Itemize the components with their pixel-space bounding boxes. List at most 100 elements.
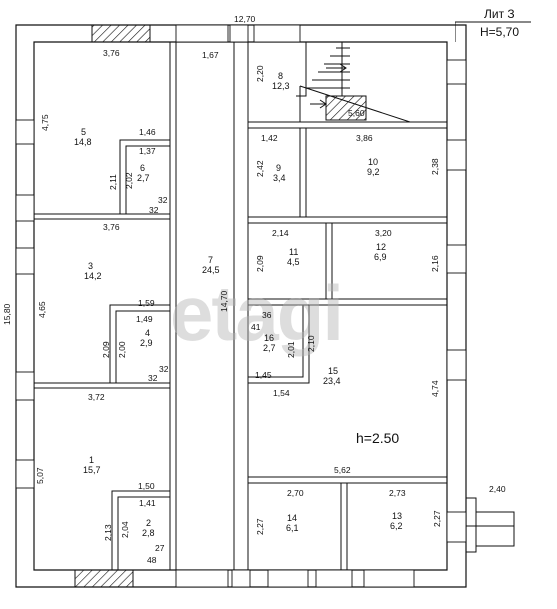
window: [15, 459, 35, 489]
window: [253, 24, 301, 43]
dim-label: 2,00: [117, 341, 127, 358]
dim-label: 1,42: [261, 133, 278, 143]
dim-label: 1,45: [255, 370, 272, 380]
room-16-area: 2,7: [263, 343, 276, 353]
header-underline: [455, 21, 531, 42]
room-11-number: 11: [289, 247, 299, 257]
external-steps: [466, 497, 515, 553]
room-9-area: 3,4: [273, 173, 286, 183]
dim-label: 2,09: [255, 255, 265, 272]
stair-landing: [299, 85, 411, 123]
watermark: etagi: [170, 269, 344, 357]
dim-label: 2,09: [101, 341, 111, 358]
room-4-number: 4: [145, 328, 151, 338]
wall-hatch-bottom: [74, 569, 134, 588]
room-12-number: 12: [376, 242, 387, 252]
room-5-area: 14,8: [74, 137, 92, 147]
dim-label: 4,75: [40, 114, 50, 131]
room-6-number: 6: [140, 163, 146, 173]
room-10-area: 9,2: [367, 167, 380, 177]
room-9-number: 9: [276, 163, 282, 173]
room-11-area: 4,5: [287, 257, 300, 267]
dim-label: 2,27: [432, 510, 442, 527]
dim-label: 32: [149, 205, 159, 215]
room-2-number: 2: [146, 518, 152, 528]
dim-label: 4,65: [37, 301, 47, 318]
dim-label: 14,70: [219, 290, 229, 312]
dim-label: 5,62: [334, 465, 351, 475]
dim-label: 2,42: [255, 160, 265, 177]
room-2-area: 2,8: [142, 528, 155, 538]
dim-label: 41: [251, 322, 261, 332]
room-10-number: 10: [368, 157, 379, 167]
dim-label: 2,40: [489, 484, 506, 494]
room-12-area: 6,9: [374, 252, 387, 262]
window: [446, 511, 467, 543]
window: [229, 24, 249, 43]
dim-label: 2,20: [255, 65, 265, 82]
room-14-area: 6,1: [286, 523, 299, 533]
window: [15, 194, 35, 222]
dim-label: 4,74: [430, 380, 440, 397]
room-2-walls: [111, 490, 170, 570]
dim-label: 2,27: [255, 518, 265, 535]
room-15-number: 15: [328, 366, 339, 376]
window: [315, 569, 353, 588]
room-3-number: 3: [88, 261, 94, 271]
room-6-walls: [119, 139, 170, 214]
window: [446, 244, 467, 274]
window: [267, 569, 309, 588]
dim-label: 1,41: [139, 498, 156, 508]
dim-left-total: 15,80: [2, 303, 12, 325]
dim-label: 3,72: [88, 392, 105, 402]
room-7-area: 24,5: [202, 265, 220, 275]
window: [15, 371, 35, 401]
dim-label: 5,60: [348, 108, 365, 118]
dim-label: 48: [147, 555, 157, 565]
room-8-number: 8: [278, 71, 284, 81]
dim-label: 2,04: [120, 521, 130, 538]
wall-hatch-top: [91, 24, 151, 43]
dim-label: 32: [158, 195, 168, 205]
dim-label: 2,01: [286, 341, 296, 358]
dim-label: 2,02: [124, 172, 134, 189]
dim-label: 1,59: [138, 298, 155, 308]
stairs: [296, 42, 350, 97]
stair-hatch: [325, 95, 367, 121]
dim-label: 1,54: [273, 388, 290, 398]
dim-label: 2,10: [306, 335, 316, 352]
dim-label: 1,50: [138, 481, 155, 491]
room-3-area: 14,2: [84, 271, 102, 281]
window: [446, 139, 467, 171]
lit-label: Лит З: [484, 7, 515, 21]
dim-label: 2,11: [108, 174, 118, 190]
room-7-number: 7: [208, 255, 214, 265]
dim-label: 2,73: [389, 488, 406, 498]
dim-label: 2,13: [103, 524, 113, 541]
window: [175, 569, 229, 588]
room-14-number: 14: [287, 513, 298, 523]
room-1-area: 15,7: [83, 465, 101, 475]
dim-label: 2,38: [430, 158, 440, 175]
window: [446, 349, 467, 381]
dim-label: 32: [148, 373, 158, 383]
window: [231, 569, 251, 588]
room-4-area: 2,9: [140, 338, 153, 348]
dim-label: 1,46: [139, 127, 156, 137]
room-4-walls: [109, 304, 170, 383]
dim-label: 1,49: [136, 314, 153, 324]
room-1-number: 1: [89, 455, 95, 465]
room-13-number: 13: [392, 511, 403, 521]
height-label: H=5,70: [480, 25, 520, 39]
dim-label: 36: [262, 310, 272, 320]
window: [15, 247, 35, 275]
dim-label: 32: [159, 364, 169, 374]
window: [446, 59, 467, 85]
dim-label: 2,70: [287, 488, 304, 498]
dim-label: 5,07: [35, 467, 45, 484]
room-8-area: 12,3: [272, 81, 290, 91]
dim-label: 3,20: [375, 228, 392, 238]
ceiling-height-note: h=2.50: [356, 430, 400, 446]
window: [15, 119, 35, 145]
